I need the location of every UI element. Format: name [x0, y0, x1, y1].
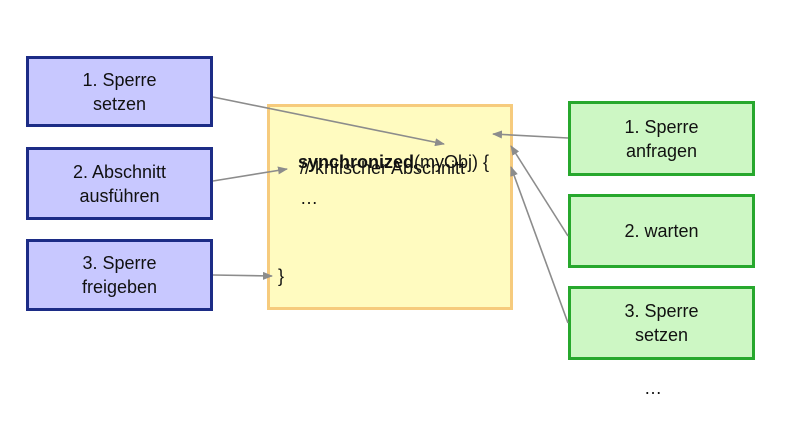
left-box-execute-section: 2. Abschnitt ausführen: [26, 147, 213, 220]
code-line-synchronized: synchronized(myObj) {: [278, 129, 489, 195]
arrow-set-lock-right-to-code: [510, 166, 569, 324]
arrow-wait-to-code: [510, 145, 569, 237]
code-keyword: synchronized: [298, 152, 415, 172]
code-block: synchronized(myObj) { // kritischer Absc…: [267, 104, 513, 310]
arrow-release-to-code: [212, 271, 273, 280]
right-box-wait: 2. warten: [568, 194, 755, 268]
code-line-ellipsis: …: [300, 188, 318, 208]
code-line-close-brace: }: [278, 266, 285, 286]
right-box-set-lock: 3. Sperre setzen: [568, 286, 755, 360]
trailing-ellipsis: …: [644, 378, 662, 398]
code-call-suffix: (myObj) {: [414, 152, 490, 172]
left-box-set-lock: 1. Sperre setzen: [26, 56, 213, 127]
left-box-release-lock: 3. Sperre freigeben: [26, 239, 213, 311]
code-line-comment: // kritischer Abschnitt: [300, 158, 466, 178]
right-box-request-lock: 1. Sperre anfragen: [568, 101, 755, 176]
